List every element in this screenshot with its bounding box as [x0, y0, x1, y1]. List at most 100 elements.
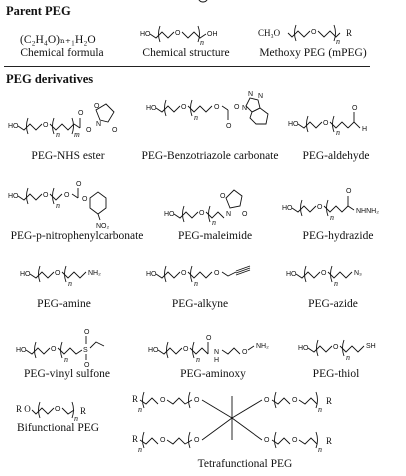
atom-o: O	[78, 110, 84, 117]
label-peg-vinyl-sulfone: PEG-vinyl sulfone	[24, 368, 110, 380]
atom-ho: HO	[146, 105, 157, 112]
peg-amine-drawing: HO O n NH₂	[20, 265, 101, 288]
atom-o: O	[160, 437, 166, 444]
atom-o: O	[264, 397, 270, 404]
peg-hydrazide-drawing: HO O n O NHNH₂	[282, 188, 379, 222]
subscript-n: n	[212, 218, 216, 227]
subscript-n: n	[336, 128, 340, 137]
atom-nh2: NH₂	[256, 343, 269, 350]
label-peg-benzotriazole-carbonate: PEG-Benzotriazole carbonate	[141, 150, 279, 162]
atom-o: O	[181, 270, 187, 277]
atom-o: O	[183, 346, 189, 353]
label-peg-amine: PEG-amine	[37, 298, 91, 310]
label-peg-nhs-ester: PEG-NHS ester	[31, 150, 105, 162]
peg-azide-drawing: HO O n N₃	[286, 265, 362, 288]
peg-aminoxy-drawing: HO O n O N H O NH₂	[148, 335, 269, 364]
atom-o: O	[242, 349, 248, 356]
atom-ch3o: CH₃O	[258, 28, 281, 38]
atom-o: O	[64, 192, 70, 199]
atom-n: N	[96, 121, 101, 128]
atom-h: H	[362, 126, 367, 133]
atom-o: O	[321, 270, 327, 277]
peg-thiol-drawing: HO O n SH	[298, 339, 376, 362]
atom-nh: H	[214, 357, 219, 364]
atom-o: O	[86, 127, 92, 134]
atom-o: O	[55, 270, 61, 277]
subscript-n: n	[334, 279, 338, 288]
atom-ho: HO	[282, 205, 293, 212]
atom-ho: HO	[288, 121, 299, 128]
atom-s: S	[83, 347, 88, 354]
label-peg-nitrophenylcarbonate: PEG-p-nitrophenylcarbonate	[10, 230, 144, 242]
label-tetrafunctional-peg: Tetrafunctional PEG	[197, 458, 293, 470]
atom-r: R	[326, 436, 332, 446]
subscript-n: n	[194, 279, 198, 288]
atom-sh: SH	[366, 343, 376, 350]
atom-ro: R O	[16, 404, 31, 414]
label-peg-azide: PEG-azide	[308, 298, 358, 310]
atom-ho: HO	[148, 347, 159, 354]
label-peg-thiol: PEG-thiol	[312, 368, 360, 380]
atom-o: O	[333, 344, 339, 351]
subscript-n: n	[56, 130, 60, 139]
subscript-n: n	[318, 405, 322, 414]
subscript-n: n	[318, 445, 322, 454]
chemical-formula: (C₂H₄O)ₙ₊₁H₂O	[20, 34, 96, 46]
subscript-n: n	[138, 405, 142, 414]
atom-o: O	[264, 437, 270, 444]
atom-oh: OH	[207, 31, 218, 38]
atom-o: O	[323, 120, 329, 127]
subscript-n: n	[196, 355, 200, 364]
atom-o: O	[194, 437, 200, 444]
atom-o: O	[234, 104, 240, 111]
atom-o: O	[175, 30, 181, 37]
atom-o: O	[82, 196, 88, 203]
atom-o: O	[94, 103, 100, 110]
tetrafunctional-peg-drawing: R O n O O O n R R O n O O O n R	[132, 391, 332, 454]
atom-o: O	[292, 397, 298, 404]
subscript-n: n	[200, 38, 204, 47]
atom-o: O	[112, 127, 118, 134]
atom-o: O	[317, 204, 323, 211]
atom-o: O	[194, 397, 200, 404]
subscript-n: n	[336, 37, 340, 46]
atom-n: N	[258, 93, 263, 100]
peg-aldehyde-drawing: HO O n O H	[288, 105, 367, 137]
peg-alkyne-drawing: HO O n O	[146, 265, 251, 288]
label-peg-maleimide: PEG-maleimide	[177, 230, 253, 242]
subscript-n: n	[56, 201, 60, 210]
subscript-n: n	[330, 213, 334, 222]
atom-o: O	[160, 397, 166, 404]
atom-ho: HO	[140, 31, 151, 38]
peg-maleimide-drawing: HO O n N O O	[164, 189, 248, 227]
label-peg-aldehyde: PEG-aldehyde	[302, 150, 370, 162]
atom-ho: HO	[8, 193, 19, 200]
label-peg-alkyne: PEG-alkyne	[171, 298, 229, 310]
atom-n: N	[226, 211, 231, 218]
atom-o: O	[181, 104, 187, 111]
peg-vinyl-sulfone-drawing: HO O n S O O	[16, 329, 105, 369]
atom-n3: N₃	[354, 270, 362, 277]
atom-r: R	[132, 394, 138, 404]
label-peg-aminoxy: PEG-aminoxy	[180, 368, 246, 380]
atom-no2: NO₂	[96, 223, 110, 230]
atom-nh2: NH₂	[88, 270, 101, 277]
atom-ho: HO	[8, 123, 19, 130]
subscript-n: n	[194, 113, 198, 122]
atom-o: O	[311, 29, 317, 36]
atom-o: O	[84, 362, 90, 369]
atom-n: N	[214, 349, 219, 356]
peg-derivatives-heading: PEG derivatives	[6, 72, 94, 86]
label-chemical-formula: Chemical formula	[20, 47, 104, 59]
atom-o: O	[214, 270, 220, 277]
atom-o: O	[352, 105, 358, 112]
peg-nitrophenylcarbonate-drawing: HO O n O O O NO₂	[8, 181, 110, 230]
bifunctional-peg-drawing: R O O n R	[16, 401, 86, 423]
atom-o: O	[76, 181, 82, 188]
top-circle-icon	[198, 0, 208, 3]
label-bifunctional-peg: Bifunctional PEG	[16, 422, 100, 434]
mpeg-drawing: CH₃O O n R	[258, 24, 352, 46]
subscript-m: m	[74, 130, 80, 139]
atom-o: O	[199, 210, 205, 217]
atom-o: O	[43, 192, 49, 199]
